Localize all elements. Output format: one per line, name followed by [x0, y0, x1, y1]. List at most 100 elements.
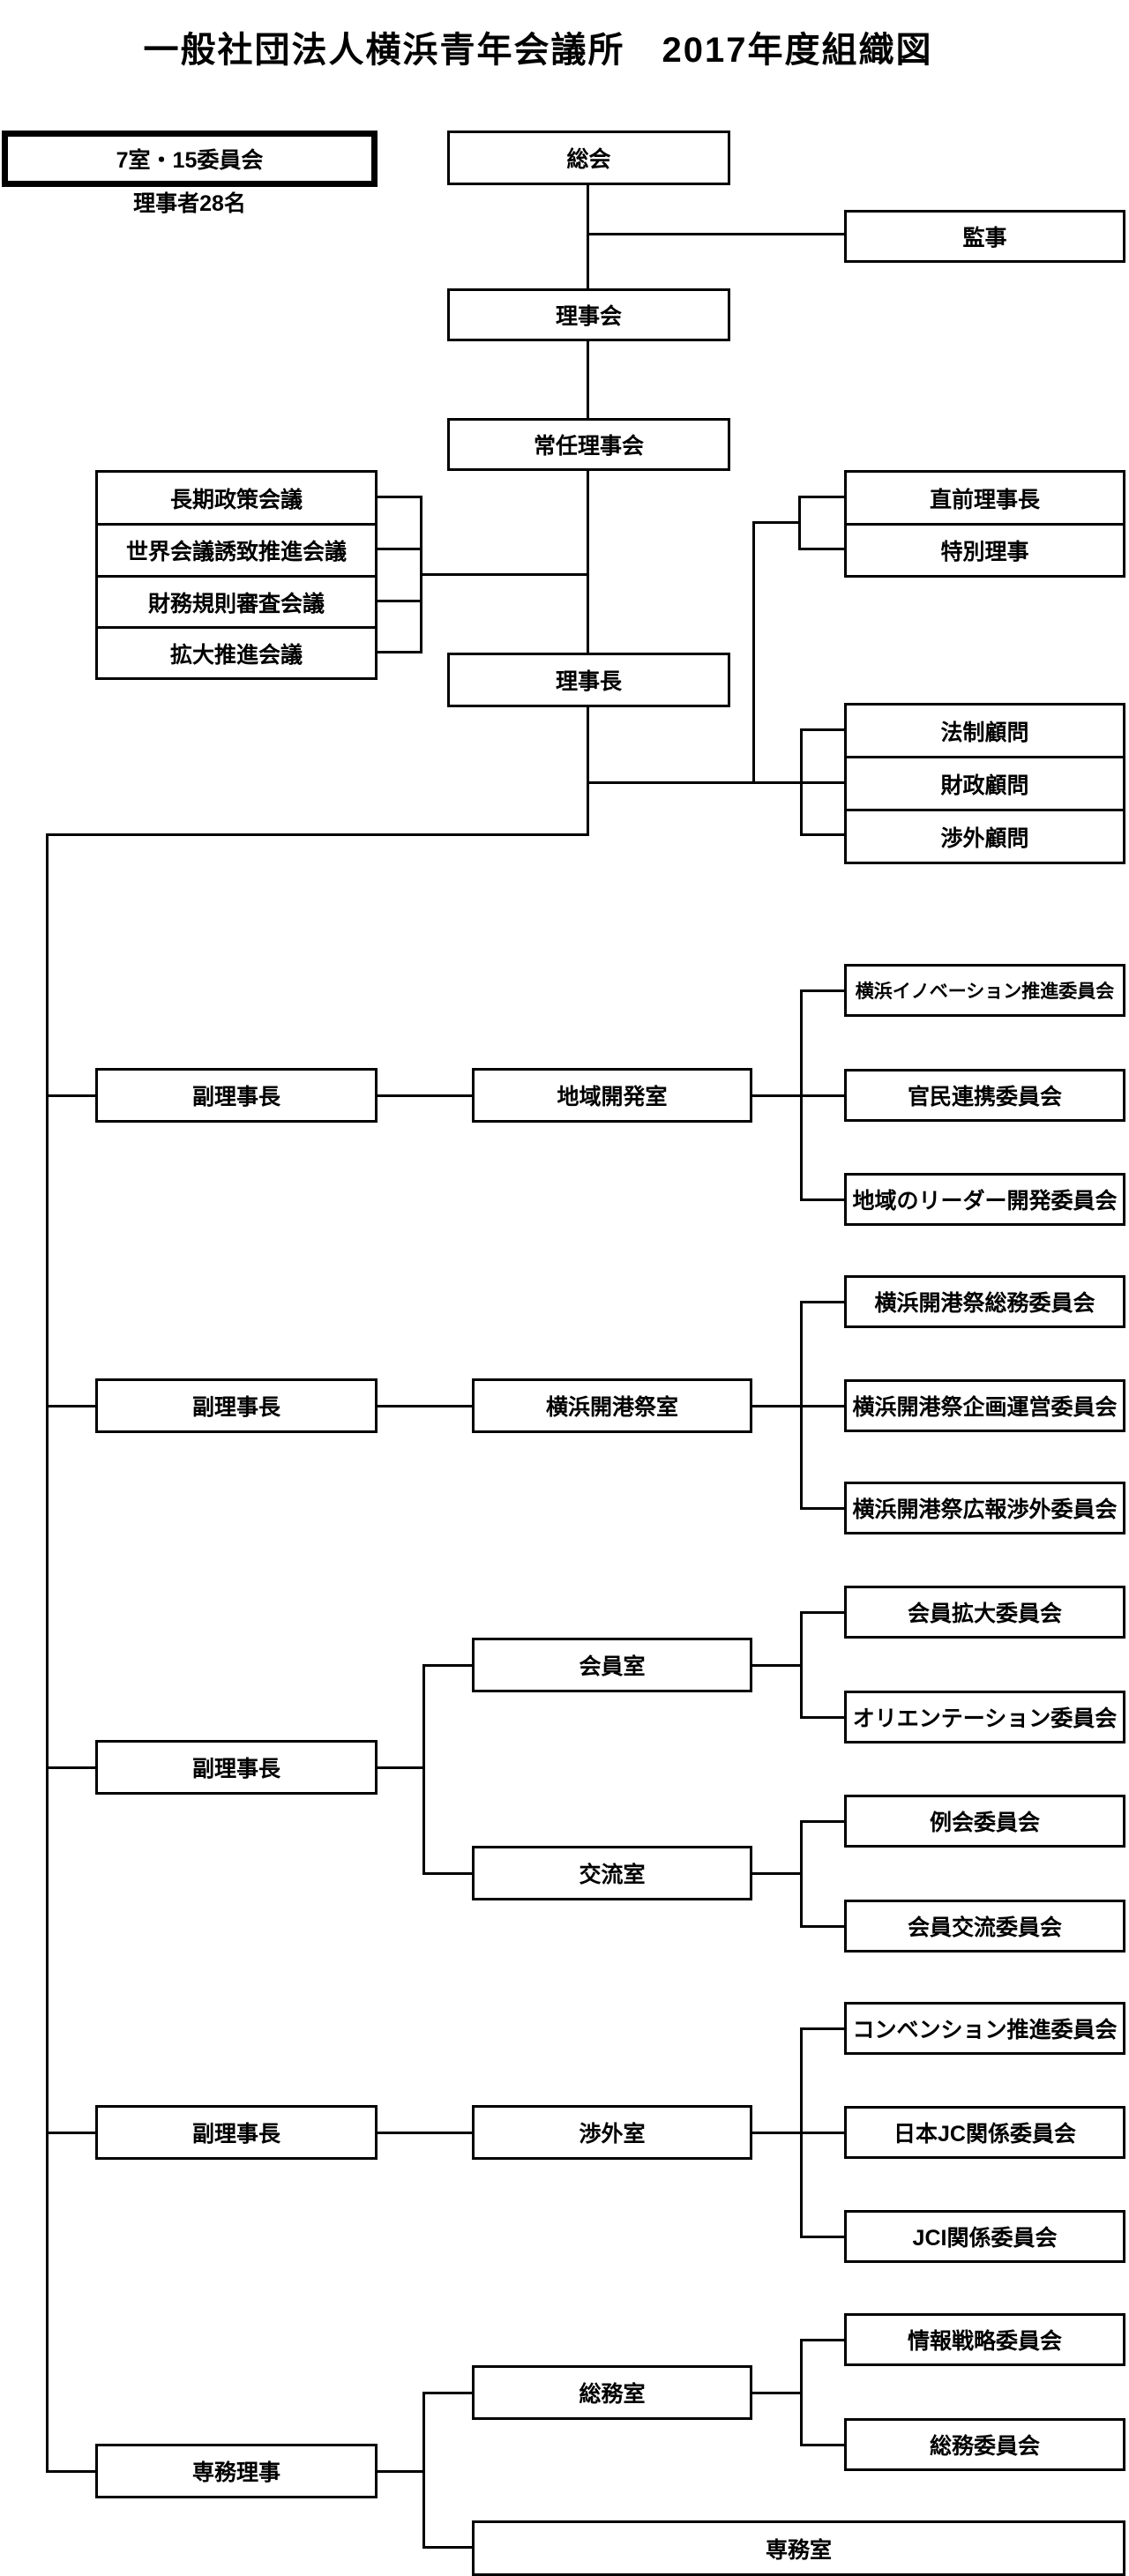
- connector-h: [420, 573, 589, 576]
- connector-v: [46, 833, 49, 2473]
- connector-v: [587, 185, 589, 290]
- committee-box: 官民連携委員会: [844, 1069, 1125, 1122]
- committee-box: 情報戦略委員会: [844, 2313, 1125, 2366]
- connector-h: [46, 1766, 95, 1769]
- connector-v: [587, 341, 589, 420]
- node-rijikai: 理事会: [447, 288, 730, 341]
- connector-h: [752, 1405, 844, 1407]
- committee-label: 情報戦略委員会: [907, 2329, 1062, 2354]
- committee-box: コンベンション推進委員会: [844, 2002, 1125, 2055]
- node-chokuzen-rijichou: 直前理事長: [844, 470, 1125, 526]
- node-rijichou: 理事長: [447, 653, 730, 707]
- committee-label: 横浜開港祭総務委員会: [874, 1291, 1095, 1316]
- connector-h: [752, 2392, 802, 2394]
- page-title: 一般社団法人横浜青年会議所 2017年度組織図: [143, 31, 933, 70]
- connector-h: [587, 781, 844, 784]
- connector-h: [46, 2132, 95, 2134]
- connector-h: [800, 1611, 844, 1614]
- connector-h: [798, 548, 844, 550]
- meeting-label: 長期政策会議: [169, 487, 303, 512]
- connector-h: [800, 1198, 844, 1201]
- connector-h: [378, 548, 422, 550]
- node-shougai-komon: 渉外顧問: [844, 809, 1125, 864]
- committee-label: コンベンション推進委員会: [852, 2018, 1118, 2042]
- section-head-label: 副理事長: [191, 1395, 280, 1420]
- meeting-label: 財務規則審査会議: [147, 591, 325, 616]
- committee-label: 横浜イノベーション推進委員会: [855, 982, 1115, 1002]
- legend-note: 理事者28名: [133, 191, 246, 216]
- node-label: 法制顧問: [940, 720, 1029, 745]
- committee-label: 例会委員会: [929, 1811, 1040, 1835]
- section-head-box: 専務理事: [95, 2444, 378, 2498]
- committee-label: 横浜開港祭広報渉外委員会: [852, 1497, 1118, 1522]
- committee-label: 横浜開港祭企画運営委員会: [852, 1395, 1118, 1420]
- legend-label: 7室・15委員会: [116, 148, 264, 173]
- room-box: 会員室: [472, 1638, 752, 1692]
- node-jounin-rijikai: 常任理事会: [447, 418, 730, 471]
- connector-h: [422, 2392, 472, 2394]
- section-head-box: 副理事長: [95, 1068, 378, 1123]
- room-label: 渉外室: [579, 2122, 646, 2147]
- room-box: 専務室: [472, 2520, 1125, 2576]
- connector-h: [422, 1872, 472, 1875]
- room-box: 渉外室: [472, 2105, 752, 2160]
- connector-v: [587, 471, 589, 654]
- room-label: 交流室: [579, 1863, 646, 1887]
- meeting-label: 世界会議誘致推進会議: [125, 540, 347, 564]
- committee-box: 横浜イノベーション推進委員会: [844, 964, 1125, 1017]
- section-head-box: 副理事長: [95, 1740, 378, 1795]
- connector-h: [752, 521, 801, 524]
- connector-h: [752, 1094, 844, 1097]
- committee-label: 会員拡大委員会: [907, 1602, 1062, 1626]
- node-label: 財政顧問: [940, 773, 1029, 798]
- meeting-box: 拡大推進会議: [95, 626, 378, 680]
- connector-h: [800, 1925, 844, 1928]
- connector-h: [752, 1872, 802, 1875]
- connector-h: [800, 1820, 844, 1823]
- committee-box: 総務委員会: [844, 2418, 1125, 2471]
- node-label: 特別理事: [940, 540, 1029, 564]
- room-label: 専務室: [765, 2537, 832, 2563]
- connector-h: [422, 2546, 472, 2549]
- committee-box: JCI関係委員会: [844, 2210, 1125, 2263]
- committee-label: 会員交流委員会: [907, 1915, 1062, 1940]
- committee-box: 地域のリーダー開発委員会: [844, 1173, 1125, 1226]
- node-label: 直前理事長: [929, 487, 1040, 512]
- connector-h: [798, 496, 844, 498]
- committee-label: オリエンテーション委員会: [852, 1706, 1118, 1731]
- connector-h: [46, 1405, 95, 1407]
- node-label: 渉外顧問: [940, 825, 1029, 851]
- connector-h: [378, 651, 422, 653]
- connector-h: [800, 2339, 844, 2341]
- committee-label: 日本JC関係委員会: [893, 2122, 1076, 2147]
- node-label: 理事会: [555, 304, 622, 329]
- node-housei-komon: 法制顧問: [844, 703, 1125, 758]
- section-head-label: 副理事長: [191, 2122, 280, 2147]
- connector-h: [378, 1094, 472, 1097]
- committee-box: 会員拡大委員会: [844, 1586, 1125, 1639]
- committee-box: オリエンテーション委員会: [844, 1691, 1125, 1743]
- room-box: 交流室: [472, 1846, 752, 1900]
- committee-label: 官民連携委員会: [907, 1085, 1062, 1109]
- connector-h: [800, 2236, 844, 2238]
- connector-h: [800, 1301, 844, 1303]
- connector-h: [46, 833, 589, 836]
- connector-h: [378, 2470, 423, 2473]
- connector-h: [587, 233, 844, 235]
- connector-h: [800, 989, 844, 992]
- meeting-box: 長期政策会議: [95, 470, 378, 526]
- connector-h: [46, 2470, 95, 2473]
- committee-box: 会員交流委員会: [844, 1900, 1125, 1953]
- connector-h: [800, 833, 844, 836]
- meeting-box: 財務規則審査会議: [95, 575, 378, 629]
- room-box: 横浜開港祭室: [472, 1378, 752, 1433]
- connector-h: [378, 2132, 472, 2134]
- node-tokubetsu-riji: 特別理事: [844, 523, 1125, 578]
- room-label: 総務室: [579, 2382, 646, 2407]
- committee-box: 例会委員会: [844, 1795, 1125, 1848]
- node-label: 常任理事会: [533, 434, 644, 459]
- room-label: 会員室: [579, 1654, 646, 1679]
- connector-v: [587, 706, 589, 836]
- node-label: 監事: [962, 226, 1007, 250]
- connector-h: [800, 2444, 844, 2446]
